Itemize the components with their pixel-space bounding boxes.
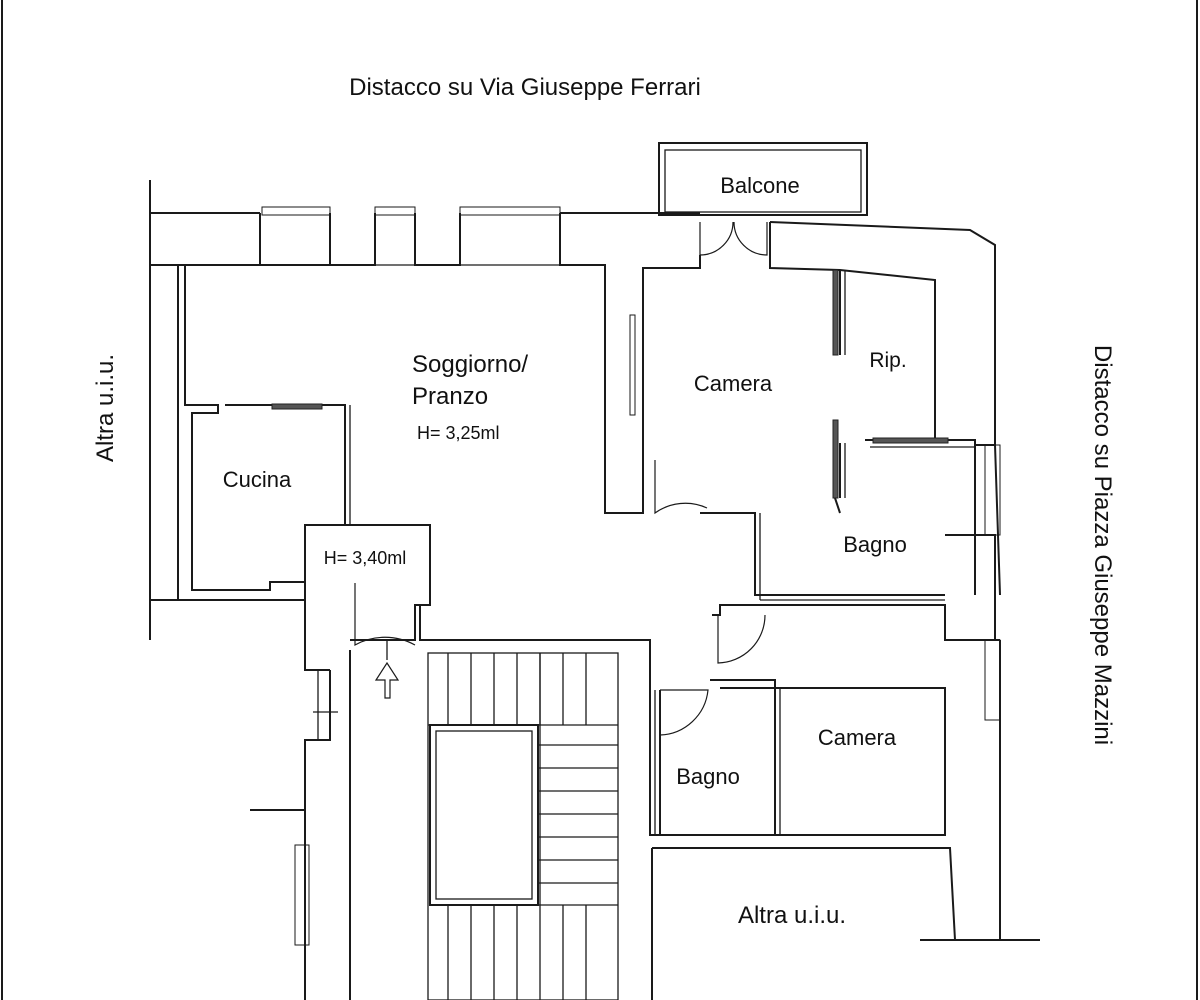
doors [271, 221, 949, 736]
label-top-street: Distacco su Via Giuseppe Ferrari [349, 74, 701, 101]
label-bedroom-top: Camera [694, 371, 773, 396]
label-entry-height: H= 3,40ml [324, 548, 407, 568]
label-bath-bottom: Bagno [676, 764, 740, 789]
label-right-street: Distacco su Piazza Giuseppe Mazzini [1089, 345, 1116, 745]
label-storage: Rip. [869, 349, 906, 372]
label-balcony: Balcone [720, 173, 800, 198]
labels: Distacco su Via Giuseppe Ferrari Balcone… [92, 74, 1116, 929]
entrance-arrow-icon [374, 640, 400, 699]
label-kitchen: Cucina [223, 467, 292, 492]
exterior-walls [149, 142, 996, 640]
label-living-line2: Pranzo [412, 383, 488, 410]
label-living-height: H= 3,25ml [417, 423, 500, 443]
label-bedroom-bottom: Camera [818, 725, 897, 750]
label-living-line1: Soggiorno/ [412, 351, 528, 378]
staircase [427, 652, 619, 1000]
label-left-unit: Altra u.i.u. [92, 354, 119, 462]
label-bath-right: Bagno [843, 532, 907, 557]
label-bottom-unit: Altra u.i.u. [738, 902, 846, 929]
interior-walls [225, 270, 1040, 1000]
